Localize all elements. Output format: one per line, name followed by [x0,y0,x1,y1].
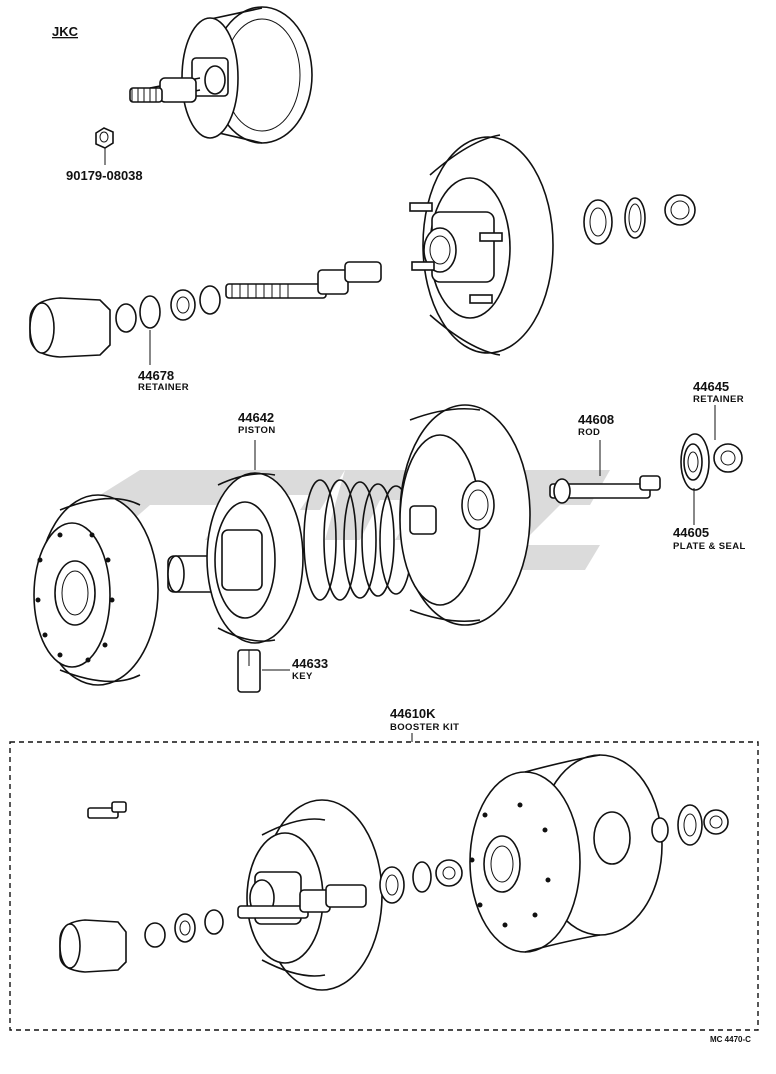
retainer-44645 [713,443,743,473]
part-number-44605: 44605 [673,525,709,540]
upper-seal-set [583,194,696,245]
part-number-90179: 90179-08038 [66,168,143,183]
part-name-44678: RETAINER [138,382,189,393]
kit-boot-and-seals [59,909,224,973]
part-name-44605: PLATE & SEAL [673,541,746,552]
booster-kit-frame [9,741,759,1031]
part-name-44633: KEY [292,671,313,682]
variant-label: JKC [52,24,79,39]
diagram-code: MC 4470-C [710,1035,751,1044]
part-number-44645: 44645 [693,379,729,394]
part-name-44645: RETAINER [693,394,744,405]
kit-front-shell [237,799,383,991]
part-number-44633: 44633 [292,656,328,671]
part-number-44610K: 44610K [390,706,436,721]
kit-valve [87,801,127,819]
upper-push-rod [225,261,382,299]
booster-front-shell-middle [399,404,531,626]
rear-shell-holes [35,532,115,663]
booster-front-shell [409,134,554,356]
booster-rear-shell [33,494,159,686]
part-name-44608: ROD [578,427,600,438]
part-name-44642: PISTON [238,425,276,436]
part-number-44678: 44678 [138,368,174,383]
part-name-44610K: BOOSTER KIT [390,722,459,733]
jkc-booster-assembly [129,6,313,144]
plate-and-seal-44605 [680,433,710,491]
upper-boot-and-seals [29,285,221,358]
kit-rear-shell [469,754,663,953]
rod-44608 [549,475,661,504]
kit-rear-holes [469,802,551,928]
part-number-44608: 44608 [578,412,614,427]
part-90179-nut-icon [95,127,114,165]
kit-plate-seal-retainer [651,804,729,846]
kit-seals [379,859,463,904]
part-number-44642: 44642 [238,410,274,425]
piston-44642 [167,472,304,644]
key-44633 [237,649,261,693]
